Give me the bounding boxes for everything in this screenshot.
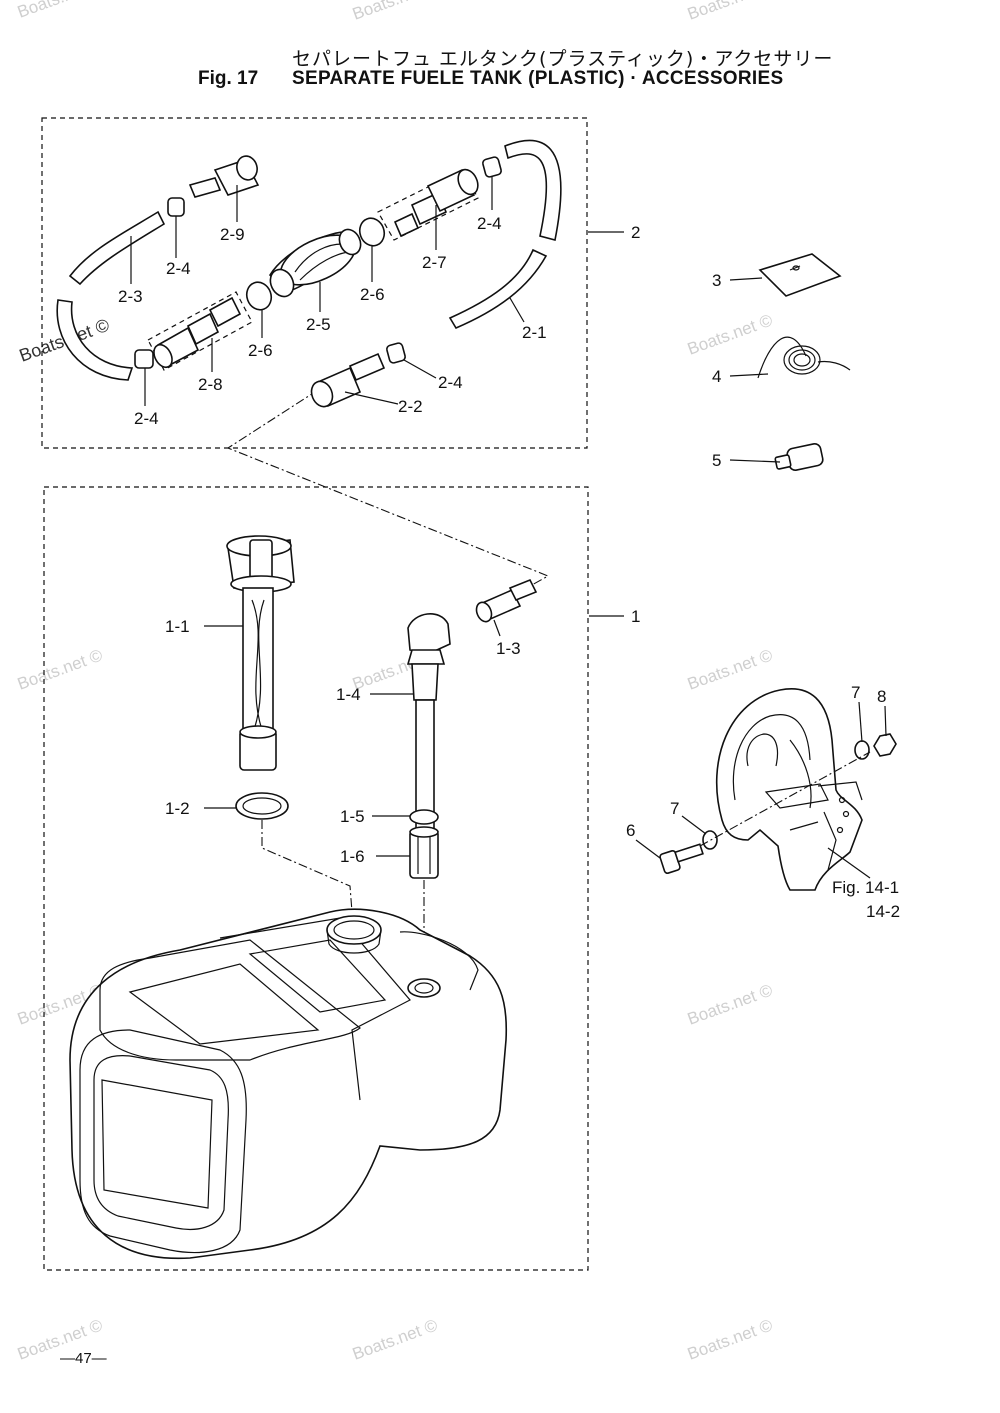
- hose-right-upper: [504, 139, 562, 241]
- label-2-9: 2-9: [220, 225, 245, 244]
- label-2-6: 2-6: [248, 341, 273, 360]
- washer-7-upper: [854, 740, 870, 760]
- connector-2-9: [188, 155, 260, 198]
- leader-3: [729, 277, 763, 281]
- bracket-assembly: [715, 688, 863, 891]
- fuel-gauge-1-1: [226, 535, 295, 771]
- group-box-2-7: [377, 169, 479, 241]
- label-2-4: 2-4: [477, 214, 502, 233]
- watermark: Boats.net ©: [685, 1315, 776, 1363]
- hose-clamp-2-4: [167, 197, 185, 217]
- label-2: 2: [631, 223, 640, 242]
- hose-clamp-2-4: [482, 156, 502, 178]
- connector-1-3: [475, 578, 538, 623]
- connector-2-7: [393, 168, 479, 238]
- figure-number: Fig. 17: [198, 68, 259, 89]
- label-1-5: 1-5: [340, 807, 365, 826]
- label-1: 1: [631, 607, 640, 626]
- o-ring-1-5: [409, 809, 439, 825]
- fuel-line-assembly: [56, 139, 562, 408]
- watermark: Boats.net ©: [15, 645, 106, 693]
- nut-8: [873, 733, 897, 757]
- label-2-1: 2-1: [522, 323, 547, 342]
- group-box-fuel-line: [41, 117, 588, 449]
- label-2-4: 2-4: [438, 373, 463, 392]
- title-english: SEPARATE FUELE TANK (PLASTIC) · ACCESSOR…: [292, 68, 784, 89]
- label-2-8: 2-8: [198, 375, 223, 394]
- watermark: Boats.net ©: [350, 1315, 441, 1363]
- accessory-connector-5: [774, 443, 824, 471]
- leader-fig14: [827, 847, 871, 879]
- leader-4: [729, 373, 769, 377]
- label-2-2: 2-2: [398, 397, 423, 416]
- gasket-1-2: [235, 792, 289, 820]
- label-2-7: 2-7: [422, 253, 447, 272]
- fuel-tank-1: [69, 908, 508, 1260]
- watermark: Boats.net ©: [350, 0, 441, 24]
- leader-7-upper: [858, 701, 863, 743]
- label-2-4: 2-4: [166, 259, 191, 278]
- connector-2-8: [153, 296, 242, 369]
- label-5: 5: [712, 451, 721, 470]
- leader-5: [729, 459, 781, 463]
- label-2-3: 2-3: [118, 287, 143, 306]
- group-box-fuel-tank: [43, 486, 589, 1271]
- valve-2-6-left: [245, 281, 273, 311]
- page-number: —47—: [60, 1350, 107, 1367]
- primer-bulb-2-5: [269, 228, 362, 298]
- label-1-2: 1-2: [165, 799, 190, 818]
- hose-2-1: [448, 248, 548, 330]
- valve-2-6-right: [358, 217, 386, 247]
- label-7: 7: [670, 799, 679, 818]
- hose-2-3-lower: [56, 299, 134, 381]
- label-2-5: 2-5: [306, 315, 331, 334]
- filter-1-6: [409, 826, 439, 879]
- leader-lines-1: [204, 615, 624, 857]
- hose-2-3: [68, 210, 166, 286]
- label-1-1: 1-1: [165, 617, 190, 636]
- gasket-1-2-inner: [242, 797, 282, 815]
- label-fig-14-1: Fig. 14-1: [832, 878, 899, 897]
- watermark: Boats.net ©: [15, 0, 106, 22]
- connector-2-2: [310, 352, 386, 408]
- label-1-3: 1-3: [496, 639, 521, 658]
- hose-clamp-2-4: [386, 342, 406, 364]
- watermark: Boats.net ©: [685, 980, 776, 1028]
- title-japanese: セパレートフュ エルタンク(プラスティック)・アクセサリー: [292, 48, 834, 70]
- watermark: Boats.net ©: [685, 310, 776, 358]
- label-2-6: 2-6: [360, 285, 385, 304]
- hose-clamp-2-4: [134, 349, 154, 369]
- bolt-6: [659, 843, 704, 875]
- label-7: 7: [851, 683, 860, 702]
- center-line-gauge: [261, 820, 353, 913]
- label-14-2: 14-2: [866, 902, 900, 921]
- leader-lines-2: [130, 176, 624, 406]
- label-1-4: 1-4: [336, 685, 361, 704]
- label-2-4: 2-4: [134, 409, 159, 428]
- label-3: 3: [712, 271, 721, 290]
- leader-8: [884, 705, 887, 737]
- label-8: 8: [877, 687, 886, 706]
- label-4: 4: [712, 367, 721, 386]
- label-1-6: 1-6: [340, 847, 365, 866]
- leader-6: [635, 839, 661, 859]
- watermark: Boats.net ©: [685, 0, 776, 24]
- leader-7-lower: [681, 815, 707, 835]
- accessory-spring-4: [757, 336, 851, 379]
- watermark: Boats.net ©: [685, 645, 776, 693]
- pickup-tube-1-4: [406, 613, 451, 831]
- bolt-axis-line: [699, 751, 871, 847]
- accessory-pad-3: [758, 253, 842, 297]
- washer-7-lower: [702, 830, 718, 850]
- label-6: 6: [626, 821, 635, 840]
